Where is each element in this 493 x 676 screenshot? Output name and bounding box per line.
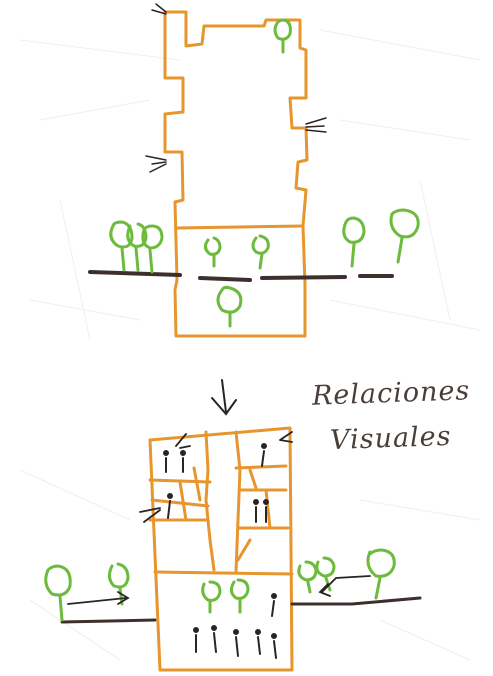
tree-icon — [344, 218, 364, 266]
person-icon — [164, 451, 168, 472]
person-icon — [256, 630, 260, 654]
tree-icon — [231, 580, 248, 612]
person-icon — [254, 500, 258, 522]
person-icon — [168, 494, 172, 518]
tree-icon — [218, 287, 241, 326]
tree-icon — [299, 562, 316, 592]
person-icon — [272, 594, 276, 616]
tree-icon — [391, 210, 418, 262]
top-ground-line — [90, 272, 392, 280]
person-icon — [212, 626, 216, 652]
tree-icon — [317, 558, 334, 590]
tree-icon — [275, 20, 290, 52]
tree-icon — [253, 236, 268, 268]
annotation-line-2: Visuales — [329, 421, 451, 456]
person-icon — [234, 630, 238, 656]
tree-icon — [368, 550, 394, 598]
tree-icon — [203, 582, 220, 612]
tree-icon — [205, 238, 220, 266]
top-building-outline — [165, 12, 307, 336]
top-trees — [111, 20, 418, 326]
down-arrow-icon — [212, 380, 236, 414]
people-figures — [164, 444, 276, 658]
person-icon — [272, 634, 276, 658]
bottom-trees — [46, 550, 395, 620]
tree-icon — [46, 566, 71, 620]
person-icon — [181, 451, 185, 472]
annotation-line-1: Relaciones — [312, 375, 471, 412]
person-icon — [262, 444, 266, 466]
bottom-building-outline — [150, 428, 292, 670]
person-icon — [194, 628, 198, 652]
paper-background-lines — [20, 30, 480, 660]
